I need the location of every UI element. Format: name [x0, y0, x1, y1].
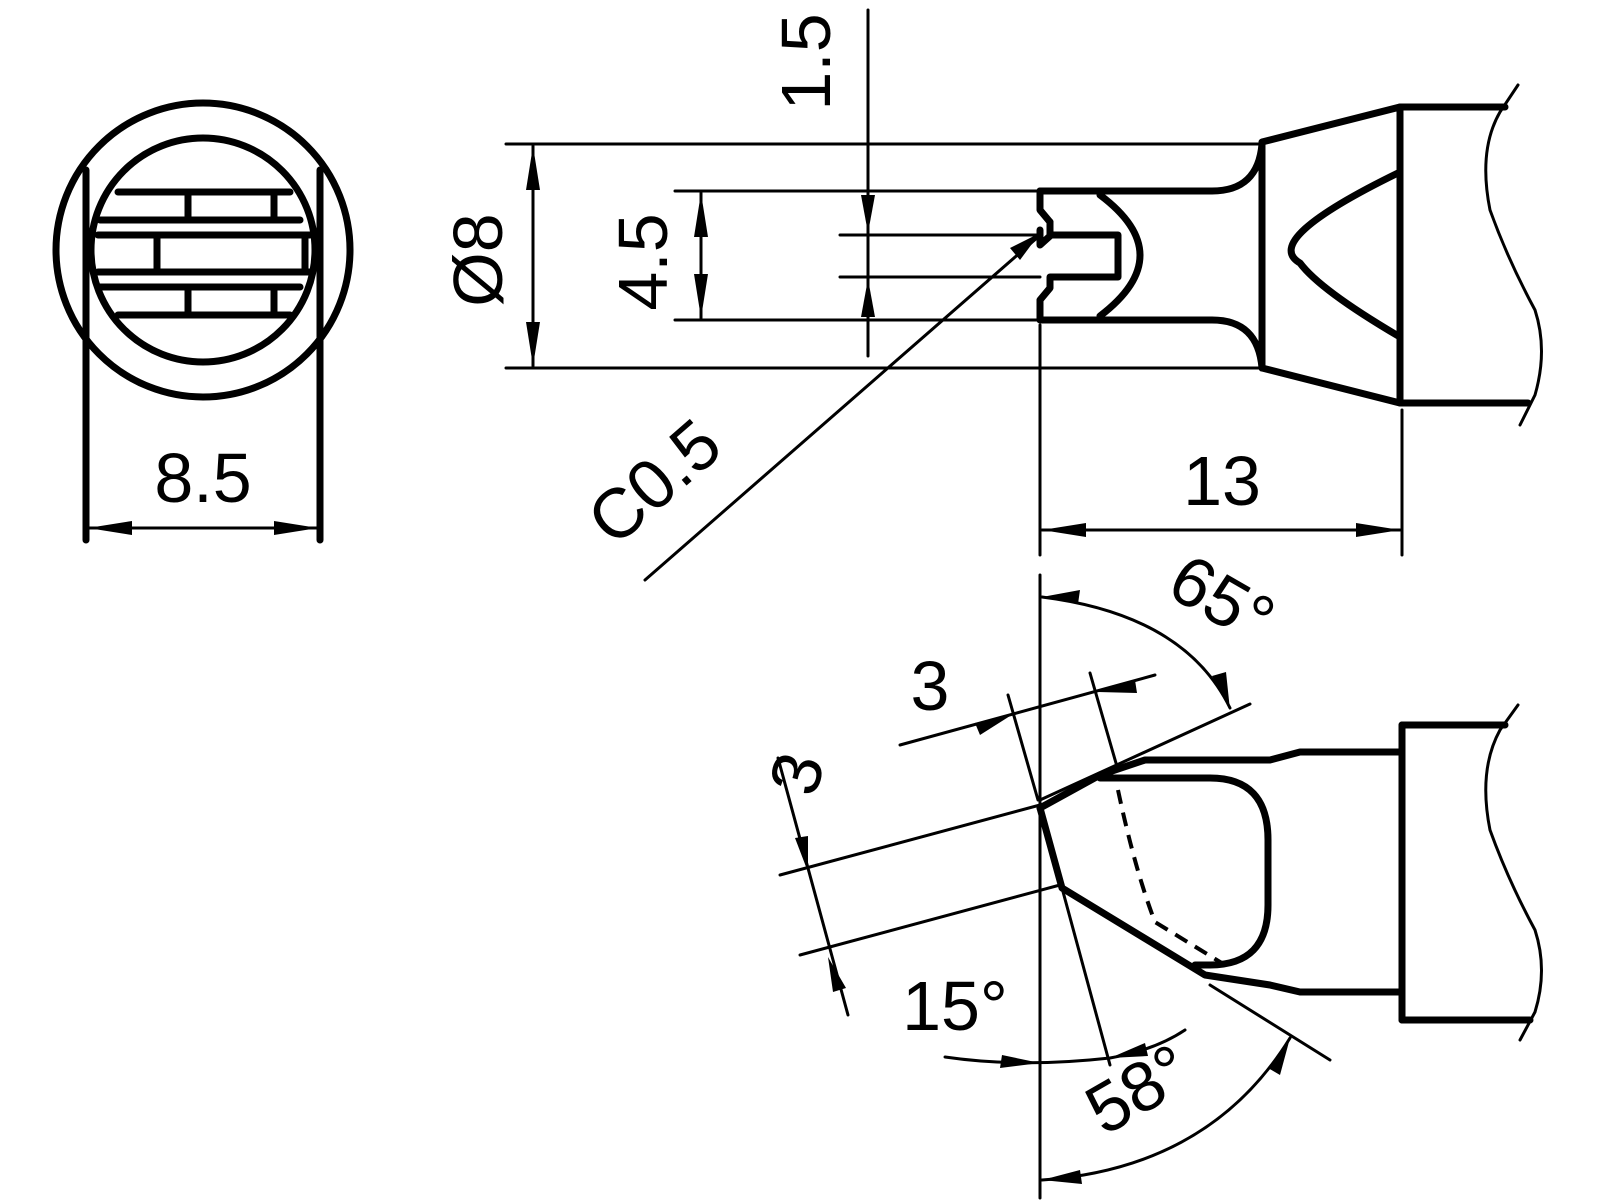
chamfer-leader: [643, 235, 1040, 582]
shaft-edges-lower: [1398, 721, 1534, 1024]
cone-body: [1258, 103, 1404, 407]
arrow-right-icon: [274, 521, 318, 535]
cone-curve: [1287, 168, 1404, 341]
diameter-dim-label: Ø8: [439, 213, 517, 306]
hidden-edge: [1116, 789, 1227, 967]
inner-circle: [87, 134, 319, 366]
face-offset-label: 3: [754, 745, 839, 803]
blade-face: [1096, 774, 1272, 969]
blade-bottom-edge: [1036, 804, 1406, 996]
tip-curve: [1096, 191, 1144, 320]
width-dim-label: 8.5: [154, 439, 251, 517]
tip-profile: [1036, 140, 1266, 372]
outer-circle: [52, 99, 354, 401]
end-view: 8.5: [52, 99, 354, 544]
bottom-angle-arc: [1040, 1036, 1292, 1182]
break-line-lower: [1484, 703, 1543, 1042]
length-dim-label: 13: [1183, 442, 1261, 520]
chamfer-dim-label: C0.5: [573, 404, 736, 560]
shaft-edges: [1396, 103, 1532, 407]
arrow-left-icon: [88, 521, 132, 535]
top-angle-label: 65°: [1157, 539, 1288, 659]
break-line: [1484, 83, 1543, 427]
slot-height-dim-label: 4.5: [604, 213, 682, 310]
tilt-angle-arc: [943, 1028, 1187, 1065]
side-view: Ø8 4.5 1.5 C0.5 13: [439, 8, 1543, 582]
tilt-angle-label: 15°: [902, 967, 1008, 1045]
angle-view: 65° 3 3 15° 58°: [754, 539, 1543, 1200]
slot-gap-dim-label: 1.5: [767, 13, 845, 110]
bottom-angle-label: 58°: [1073, 1029, 1204, 1149]
slot-pattern: [94, 188, 314, 319]
face-width-label: 3: [911, 647, 950, 725]
blade-top-edge: [1036, 748, 1406, 812]
